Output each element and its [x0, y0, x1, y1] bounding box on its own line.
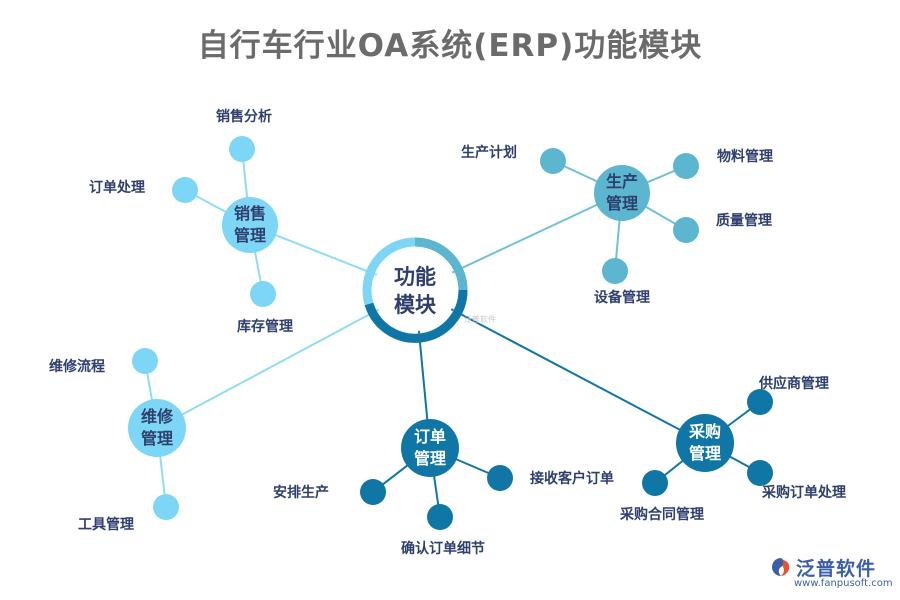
label-inventory: 库存管理: [237, 318, 293, 335]
label-repair-process: 维修流程: [49, 358, 105, 375]
leaf-node-material: [673, 153, 699, 179]
hub-sales-line2: 管理: [234, 226, 266, 245]
label-quality: 质量管理: [716, 212, 772, 229]
center-line2: 模块: [394, 293, 437, 317]
brand-logo-icon: [772, 558, 790, 576]
leaf-node-inventory: [250, 281, 276, 307]
label-material: 物料管理: [717, 148, 773, 165]
brand-logo: 泛普软件 www.fanpusoft.com: [770, 554, 895, 594]
connector-purchase: [414, 289, 706, 444]
label-supplier: 供应商管理: [758, 375, 829, 392]
hub-node-purchase: [676, 414, 734, 472]
leaf-node-equipment: [602, 258, 628, 284]
hub-node-production: [594, 165, 650, 221]
center-ring-dark-arc: [364, 289, 468, 343]
label-receive-order: 接收客户订单: [530, 470, 614, 487]
label-purchase-contract: 采购合同管理: [619, 506, 704, 523]
hub-node-order: [401, 419, 459, 477]
hub-sales-line1: 销售: [234, 204, 266, 223]
order-cluster: 订单 管理 安排生产 接收客户订单 确认订单细节: [273, 419, 614, 557]
leaf-node-sales-analysis: [229, 136, 255, 162]
leaf-node-repair-process: [132, 348, 158, 374]
label-confirm-order: 确认订单细节: [401, 540, 485, 557]
label-tool: 工具管理: [78, 516, 134, 533]
leaf-node-quality: [673, 217, 699, 243]
production-cluster: 生产 管理 生产计划 物料管理 质量管理 设备管理: [461, 144, 773, 306]
label-purchase-order: 采购订单处理: [761, 484, 846, 501]
label-sales-analysis: 销售分析: [216, 108, 272, 125]
purchase-cluster: 采购 管理 供应商管理 采购订单处理 采购合同管理: [619, 375, 846, 523]
brand-name: 泛普软件: [796, 558, 877, 580]
hub-node-sales: [222, 197, 278, 253]
brand-url: www.fanpusoft.com: [794, 578, 893, 589]
leaf-node-arrange-production: [360, 479, 386, 505]
repair-cluster: 维修 管理 维修流程 工具管理: [49, 348, 186, 533]
hub-purchase-line2: 管理: [689, 444, 721, 463]
hub-repair-line1: 维修: [141, 407, 174, 426]
leaf-node-tool: [153, 494, 179, 520]
leaf-node-production-plan: [540, 148, 566, 174]
label-order-processing: 订单处理: [89, 179, 145, 196]
leaf-node-supplier: [747, 389, 773, 415]
center-node: 功能 模块: [362, 237, 468, 343]
sales-cluster: 销售 管理 销售分析 订单处理 库存管理: [89, 108, 293, 335]
hub-purchase-line1: 采购: [688, 422, 721, 441]
leaf-node-purchase-order: [747, 460, 773, 486]
hub-order-line2: 管理: [414, 449, 446, 468]
watermark-text: 泛普软件: [464, 315, 496, 324]
center-line1: 功能: [394, 265, 436, 289]
leaf-node-receive-order: [487, 465, 513, 491]
label-equipment: 设备管理: [594, 289, 650, 306]
leaf-node-order-processing: [172, 177, 198, 203]
label-production-plan: 生产计划: [461, 144, 517, 161]
leaf-node-confirm-order: [427, 504, 453, 530]
center-disc: [374, 249, 456, 331]
hub-node-repair: [128, 399, 186, 457]
hub-production-line2: 管理: [606, 194, 638, 213]
hub-repair-line2: 管理: [141, 429, 173, 448]
diagram-title: 自行车行业OA系统(ERP)功能模块: [197, 28, 703, 64]
label-arrange-production: 安排生产: [273, 484, 329, 501]
hub-order-line1: 订单: [414, 427, 446, 446]
hub-production-line1: 生产: [606, 172, 638, 191]
leaf-node-purchase-contract: [642, 470, 668, 496]
center-ring-mid-arc: [414, 237, 468, 291]
